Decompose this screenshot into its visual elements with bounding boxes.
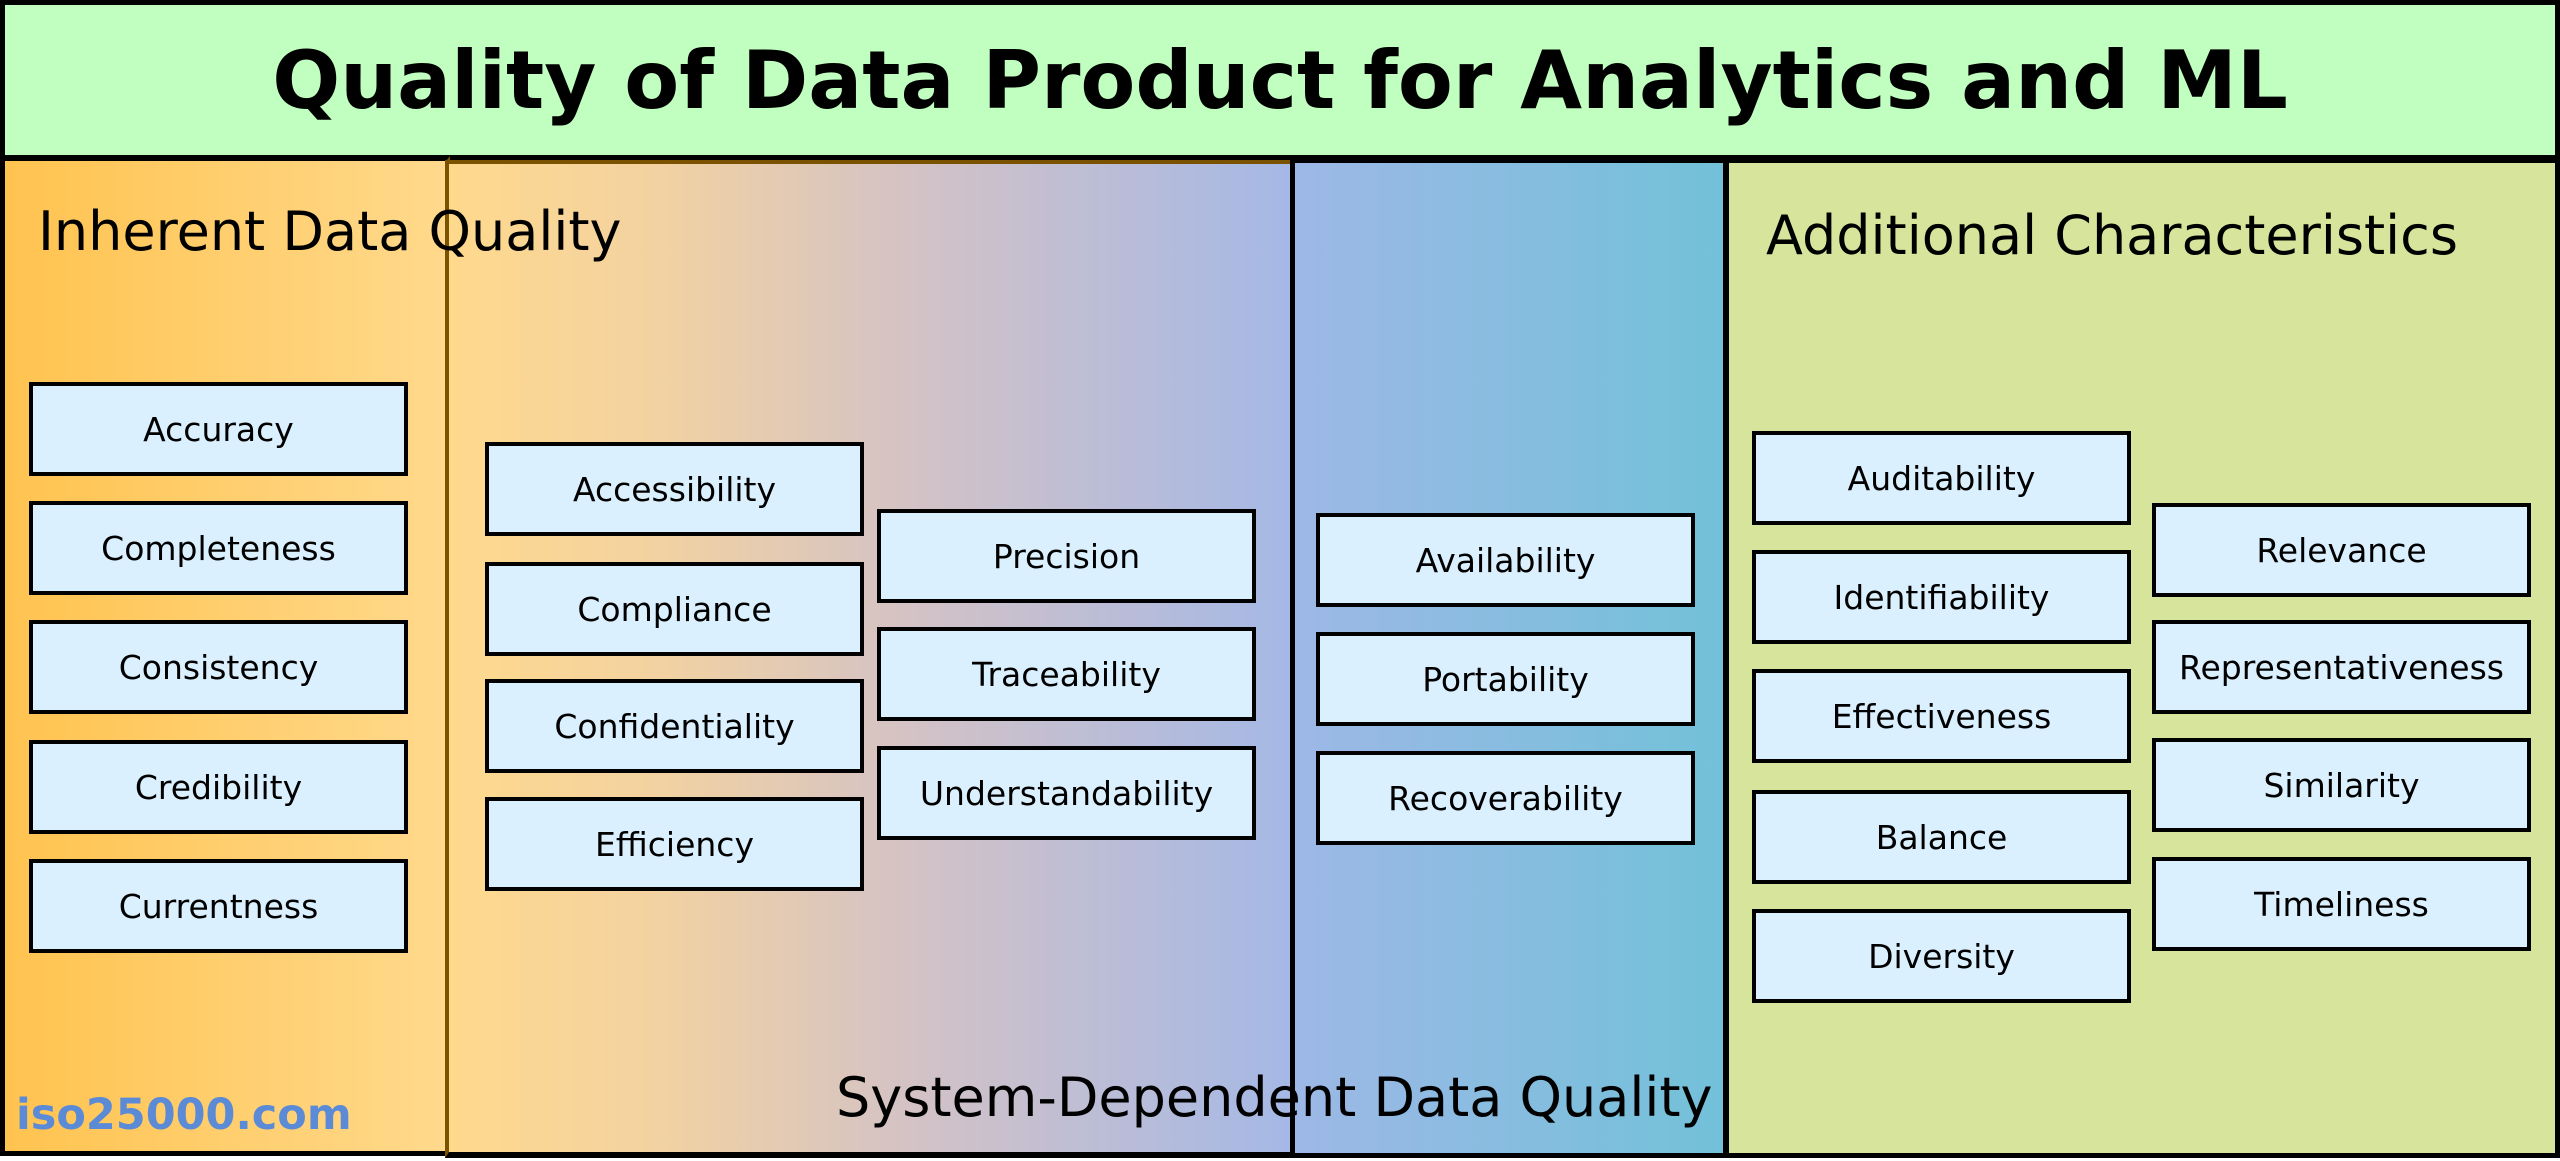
quality-characteristic-box: Completeness [29,501,408,595]
quality-characteristic-box: Representativeness [2152,620,2531,714]
quality-characteristic-box: Identifiability [1752,550,2131,644]
quality-characteristic-box: Effectiveness [1752,669,2131,763]
quality-characteristic-box: Compliance [485,562,864,656]
quality-characteristic-box: Confidentiality [485,679,864,773]
quality-characteristic-box: Diversity [1752,909,2131,1003]
quality-characteristic-box: Similarity [2152,738,2531,832]
additional-heading: Additional Characteristics [1766,204,2458,267]
quality-characteristic-box: Efficiency [485,797,864,891]
system-dependent-heading: System-Dependent Data Quality [836,1066,1713,1129]
quality-characteristic-box: Understandability [877,746,1256,840]
quality-characteristic-box: Precision [877,509,1256,603]
watermark-logo: iso25000.com [16,1090,352,1140]
quality-characteristic-box: Timeliness [2152,857,2531,951]
quality-characteristic-box: Portability [1316,632,1695,726]
diagram-title: Quality of Data Product for Analytics an… [0,0,2560,160]
inherent-heading: Inherent Data Quality [38,200,622,263]
quality-characteristic-box: Balance [1752,790,2131,884]
quality-characteristic-box: Relevance [2152,503,2531,597]
quality-characteristic-box: Consistency [29,620,408,714]
quality-characteristic-box: Accuracy [29,382,408,476]
quality-characteristic-box: Accessibility [485,442,864,536]
quality-characteristic-box: Recoverability [1316,751,1695,845]
quality-characteristic-box: Traceability [877,627,1256,721]
quality-characteristic-box: Currentness [29,859,408,953]
quality-characteristic-box: Auditability [1752,431,2131,525]
quality-characteristic-box: Credibility [29,740,408,834]
quality-characteristic-box: Availability [1316,513,1695,607]
